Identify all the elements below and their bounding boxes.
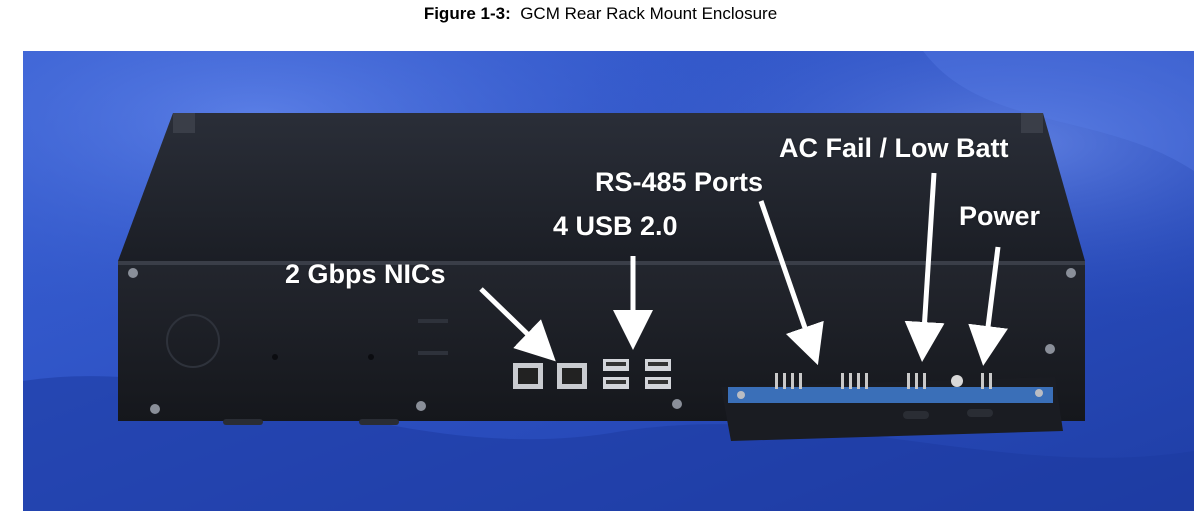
figure-title: GCM Rear Rack Mount Enclosure bbox=[520, 4, 778, 23]
callout-power: Power bbox=[959, 201, 1041, 231]
callout-usb: 4 USB 2.0 bbox=[553, 211, 678, 241]
arrow-icon bbox=[479, 172, 1008, 366]
ethernet-port-icon bbox=[513, 363, 587, 389]
callout-nics: 2 Gbps NICs bbox=[285, 259, 446, 289]
callout-acfail: AC Fail / Low Batt bbox=[779, 133, 1009, 163]
usb-port-icon bbox=[603, 359, 671, 389]
enclosure-photo: 2 Gbps NICs 4 USB 2.0 RS-485 Ports AC Fa… bbox=[23, 51, 1194, 511]
callout-rs485: RS-485 Ports bbox=[595, 167, 764, 197]
figure-number: Figure 1-3: bbox=[423, 4, 511, 23]
figure-caption: Figure 1-3: GCM Rear Rack Mount Enclosur… bbox=[0, 4, 1201, 24]
terminal-block-icon bbox=[721, 373, 1063, 441]
enclosure-illustration bbox=[23, 51, 1194, 511]
